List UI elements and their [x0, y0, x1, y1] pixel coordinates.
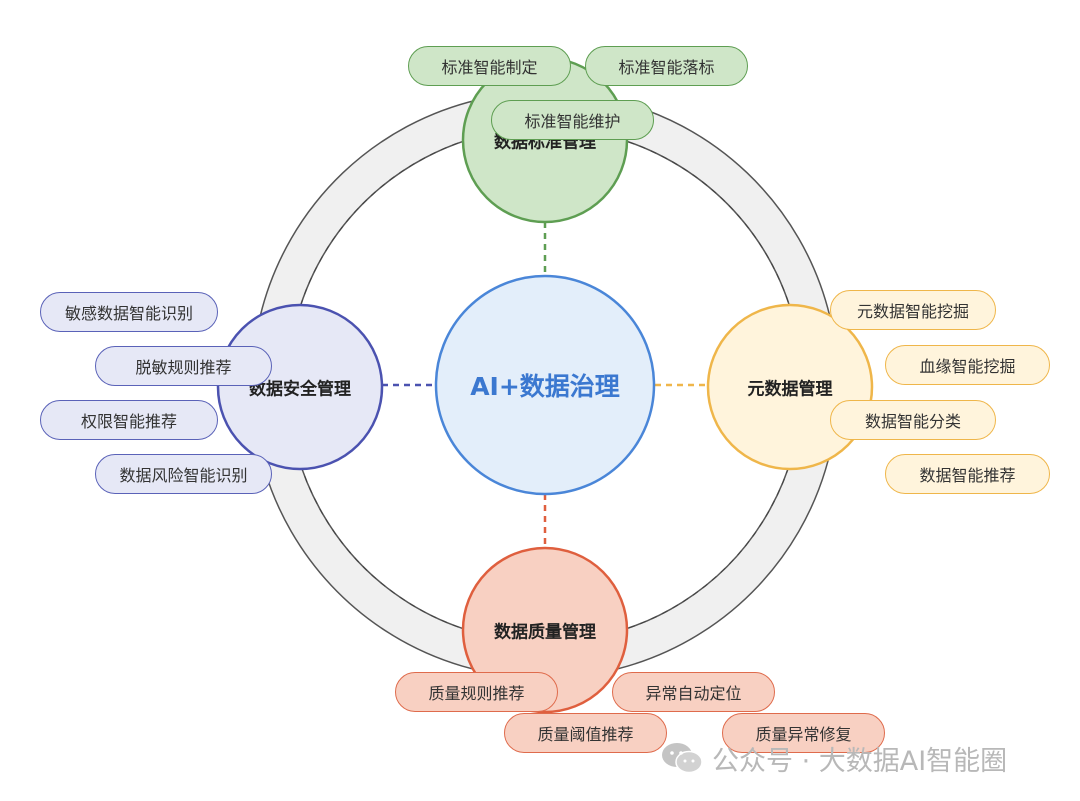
wechat-icon — [662, 743, 703, 774]
security-item: 权限智能推荐 — [40, 400, 218, 440]
metadata-item: 元数据智能挖掘 — [830, 290, 996, 330]
security-circle — [216, 303, 384, 471]
watermark-text: 公众号 · 大数据AI智能圈 — [712, 745, 1008, 777]
quality-label: 数据质量管理 — [494, 622, 596, 643]
metadata-item: 数据智能推荐 — [885, 454, 1050, 494]
center-circle — [434, 274, 656, 496]
center-label: AI+数据治理 — [470, 372, 620, 401]
security-item: 敏感数据智能识别 — [40, 292, 218, 332]
watermark: 公众号 · 大数据AI智能圈 — [660, 736, 1007, 780]
quality-item: 异常自动定位 — [612, 672, 775, 712]
security-label: 数据安全管理 — [249, 379, 351, 400]
quality-item: 质量规则推荐 — [395, 672, 558, 712]
standard-item: 标准智能维护 — [491, 100, 654, 140]
standard-item: 标准智能落标 — [585, 46, 748, 86]
security-item: 脱敏规则推荐 — [95, 346, 272, 386]
metadata-item: 数据智能分类 — [830, 400, 996, 440]
security-item: 数据风险智能识别 — [95, 454, 272, 494]
quality-item: 质量异常修复 — [722, 713, 885, 753]
metadata-label: 元数据管理 — [747, 379, 833, 400]
quality-circle — [461, 546, 629, 714]
quality-item: 质量阈值推荐 — [504, 713, 667, 753]
standard-item: 标准智能制定 — [408, 46, 571, 86]
metadata-item: 血缘智能挖掘 — [885, 345, 1050, 385]
